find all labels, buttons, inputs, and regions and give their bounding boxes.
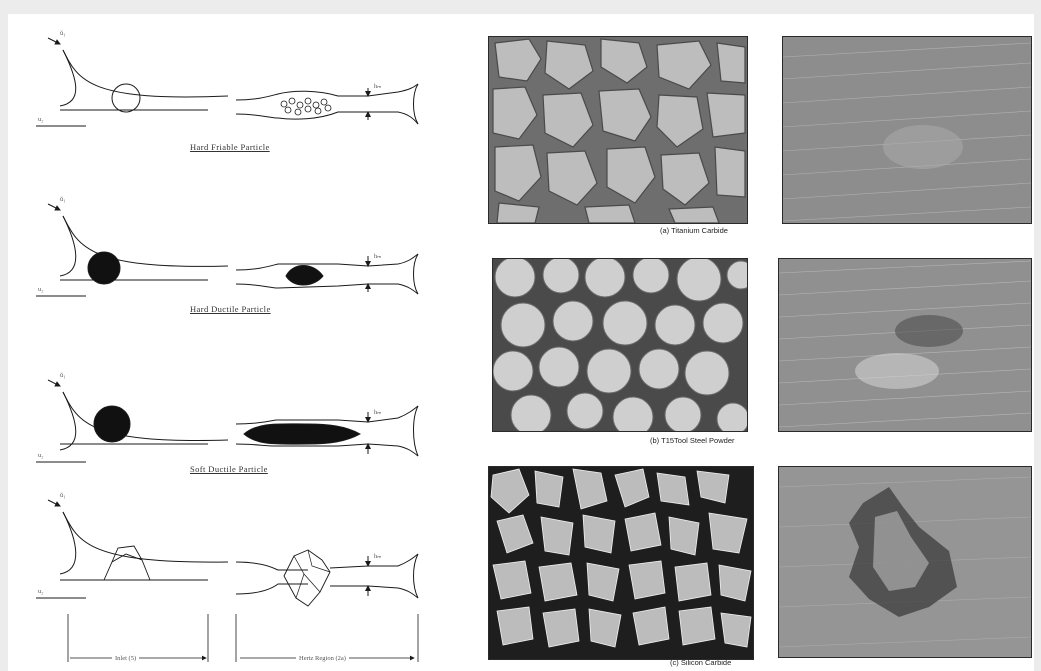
hm-label: hₘ [374,552,381,560]
caption-hard-friable: Hard Friable Particle [190,142,270,152]
hertz-dimension-label: Hertz Region (2a) [296,655,349,662]
caption-soft-ductile: Soft Ductile Particle [190,464,268,474]
micrograph-t15-steel-particles [492,258,748,432]
micrograph-titanium-carbide-wear-surface [782,36,1032,224]
inlet-dimension-label: Inlet (5) [112,655,139,662]
caption-silicon-carbide: (c) Silicon Carbide [670,658,731,667]
micrograph-silicon-carbide-particles [488,466,754,660]
diagram-hard-ductile-contact [236,254,418,294]
micrograph-titanium-carbide-particles [488,36,748,224]
caption-hard-ductile: Hard Ductile Particle [190,304,271,314]
diagram-fragment-inlet [36,500,228,598]
diagram-hard-ductile-inlet [36,204,228,296]
u1-label: ŭ₁ [60,196,66,203]
caption-t15-tool-steel: (b) T15Tool Steel Powder [650,436,735,445]
diagram-hard-friable-inlet [36,38,228,126]
hm-label: hₘ [374,408,381,416]
hm-label: hₘ [374,252,381,260]
u2-label: u₂ [38,452,44,459]
u1-label: ŭ₁ [60,30,66,37]
particle-diagrams-svg [8,14,476,671]
u2-label: u₂ [38,116,44,123]
diagram-hard-friable-contact [236,84,418,124]
diagram-soft-ductile-inlet [36,380,228,462]
u2-label: u₂ [38,588,44,595]
diagram-soft-ductile-contact [236,406,418,456]
document-sheet: ŭ₁ u₂ hₘ ŭ₁ u₂ hₘ ŭ₁ u₂ hₘ ŭ₁ u₂ hₘ Inle… [8,14,1034,671]
hm-label: hₘ [374,82,381,90]
u2-label: u₂ [38,286,44,293]
u1-label: ŭ₁ [60,372,66,379]
particle-diagrams-panel: ŭ₁ u₂ hₘ ŭ₁ u₂ hₘ ŭ₁ u₂ hₘ ŭ₁ u₂ hₘ Inle… [8,14,476,671]
micrograph-t15-steel-wear-surface [778,258,1032,432]
micrograph-silicon-carbide-wear-surface [778,466,1032,658]
diagram-fragment-contact [236,550,418,606]
caption-titanium-carbide: (a) Titanium Carbide [660,226,728,235]
u1-label: ŭ₁ [60,492,66,499]
